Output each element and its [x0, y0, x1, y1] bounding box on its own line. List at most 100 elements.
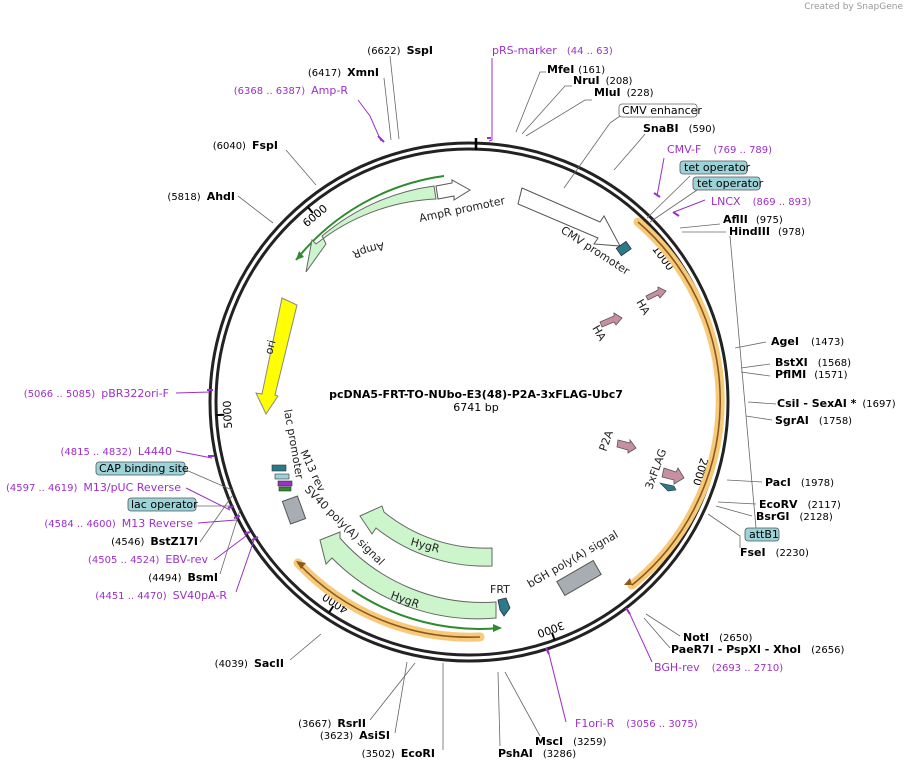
plasmid-length: 6741 bp	[453, 401, 498, 414]
enzyme-site: (4039)SacII	[215, 657, 284, 670]
bp-tick-label: 5000	[221, 400, 235, 429]
cmv-promoter-arrow	[517, 187, 621, 247]
boxed-labels: CMV enhancer tet operator tet operator a…	[95, 103, 780, 542]
primer-site: BGH-rev(2693 .. 2710)	[654, 661, 783, 674]
tet-operator-label-1: tet operator	[684, 161, 751, 174]
enzyme-site: EcoRV(2117)	[759, 498, 841, 511]
orf-highlight-right	[627, 217, 725, 590]
cap-site-mark	[274, 473, 290, 480]
enzyme-site: NotI(2650)	[683, 631, 752, 644]
enzyme-site: (6417)XmnI	[308, 66, 379, 79]
enzyme-site: (3502)EcoRI	[362, 747, 435, 760]
enzyme-site: CsiI - SexAI *(1697)	[777, 397, 896, 410]
p2a-label: P2A	[597, 428, 617, 453]
enzyme-site: SgrAI(1758)	[775, 414, 852, 427]
enzyme-site: HindIII(978)	[729, 225, 805, 238]
primer-site: F1ori-R(3056 .. 3075)	[575, 717, 698, 730]
enzyme-site: (6040)FspI	[213, 139, 278, 152]
flag-arrow	[661, 467, 685, 485]
enzyme-site: PflMI(1571)	[775, 368, 848, 381]
bp-tick	[307, 206, 314, 214]
enzyme-site: FseI(2230)	[740, 546, 809, 559]
enzyme-site: AgeI(1473)	[771, 335, 844, 348]
primer-site: CMV-F(769 .. 789)	[667, 143, 772, 156]
frt-label: FRT	[490, 583, 510, 596]
orf-arcs	[293, 175, 725, 642]
ori-arrow	[255, 297, 298, 416]
orf-arrowhead-bottom	[296, 561, 306, 569]
lac-operator-mark	[271, 464, 287, 472]
ampr-label: AmpR	[350, 239, 385, 261]
bp-tick	[328, 605, 335, 614]
enzyme-site: BstXI(1568)	[775, 356, 851, 369]
ha-tag-2	[599, 312, 623, 328]
ha-label-2: HA	[589, 323, 608, 344]
plasmid-title: pcDNA5-FRT-TO-NUbo-E3(48)-P2A-3xFLAG-Ubc…	[329, 388, 623, 401]
enzyme-site: PaeR7I - PspXI - XhoI(2656)	[671, 643, 845, 656]
primer-site: (4597 .. 4619)M13/pUC Reverse	[6, 481, 181, 494]
primer-site: (4815 .. 4832)L4440	[60, 445, 172, 458]
ha-tag-1	[645, 286, 667, 301]
m13-rev-mark	[278, 486, 292, 492]
enzyme-site: PacI(1978)	[765, 476, 834, 489]
enzyme-site: PshAI(3286)	[498, 747, 576, 760]
enzyme-site: (4546)BstZ17I	[111, 535, 198, 548]
hygr-line-head	[493, 624, 502, 632]
flag-marker	[659, 482, 677, 492]
tet-operator-box-1	[679, 160, 748, 175]
bp-tick-label: 6000	[300, 202, 330, 230]
primer-site: (4451 .. 4470)SV40pA-R	[95, 589, 227, 602]
hygr-line	[351, 589, 501, 630]
cmv-enhancer-label: CMV enhancer	[622, 104, 702, 117]
enzyme-labels-right: MfeI(161) NruI(208) MluI(228) SnaBI(590)…	[498, 63, 896, 760]
enzyme-site: MfeI(161)	[547, 63, 605, 76]
orf-line-right	[631, 221, 721, 586]
hygr-arrow-2	[319, 531, 497, 620]
primer-leads	[175, 58, 706, 723]
enzyme-site: (4494)BsmI	[148, 571, 218, 584]
frt-mark	[497, 597, 511, 617]
tet-operator-box-2	[692, 176, 761, 191]
primer-labels: pRS-marker(44 .. 63) (6368 .. 6387)Amp-R…	[6, 44, 811, 730]
snapgene-credit: Created by SnapGene	[804, 2, 903, 12]
sv40-polya-box	[281, 495, 307, 525]
enzyme-site: (3623)AsiSI	[320, 729, 390, 742]
orf-arrowhead-right	[624, 578, 632, 585]
enzyme-labels-left: (6622)SspI (6417)XmnI (6040)FspI (5818)A…	[111, 44, 435, 760]
attb1-box	[744, 527, 780, 542]
ampr-arrow	[305, 185, 437, 273]
attb1-label: attB1	[749, 528, 779, 541]
m13-mark	[277, 480, 293, 487]
primer-site: pRS-marker(44 .. 63)	[492, 44, 613, 57]
ori-label: ori	[262, 339, 278, 356]
primer-site: (4505 .. 4524)EBV-rev	[88, 553, 208, 566]
leader-lines	[185, 55, 777, 750]
enzyme-site: MscI(3259)	[535, 735, 606, 748]
enzyme-site: NruI(208)	[573, 74, 633, 87]
enzyme-site: (6622)SspI	[367, 44, 433, 57]
lac-operator-label: lac operator	[131, 498, 198, 511]
enzyme-site: SnaBI(590)	[643, 122, 716, 135]
bp-tick	[550, 632, 556, 641]
enzyme-site: (3667)RsrII	[298, 717, 366, 730]
ha-label-1: HA	[633, 297, 652, 318]
ampr-promoter-arrow	[435, 179, 471, 201]
primer-site: (4584 .. 4600)M13 Reverse	[44, 517, 193, 530]
tet-operator-box	[615, 240, 632, 257]
cap-binding-site-label: CAP binding site	[99, 462, 189, 475]
primer-site: LNCX(869 .. 893)	[711, 195, 811, 208]
p2a-arrow	[616, 438, 637, 454]
ampr-line	[295, 175, 445, 261]
ampr-line-head	[296, 251, 304, 260]
hygr-arrow-1	[359, 505, 493, 567]
enzyme-site: MluI(228)	[594, 86, 654, 99]
orf-line-bottom	[297, 562, 481, 639]
enzyme-site: BsrGI(2128)	[756, 510, 833, 523]
enzyme-site: (5818)AhdI	[167, 190, 235, 203]
primer-site: (5066 .. 5085)pBR322ori-F	[24, 387, 169, 400]
cap-binding-site-box	[95, 461, 186, 476]
lac-operator-box	[127, 497, 197, 512]
tet-operator-label-2: tet operator	[697, 177, 764, 190]
cmv-enhancer-box	[618, 103, 698, 118]
